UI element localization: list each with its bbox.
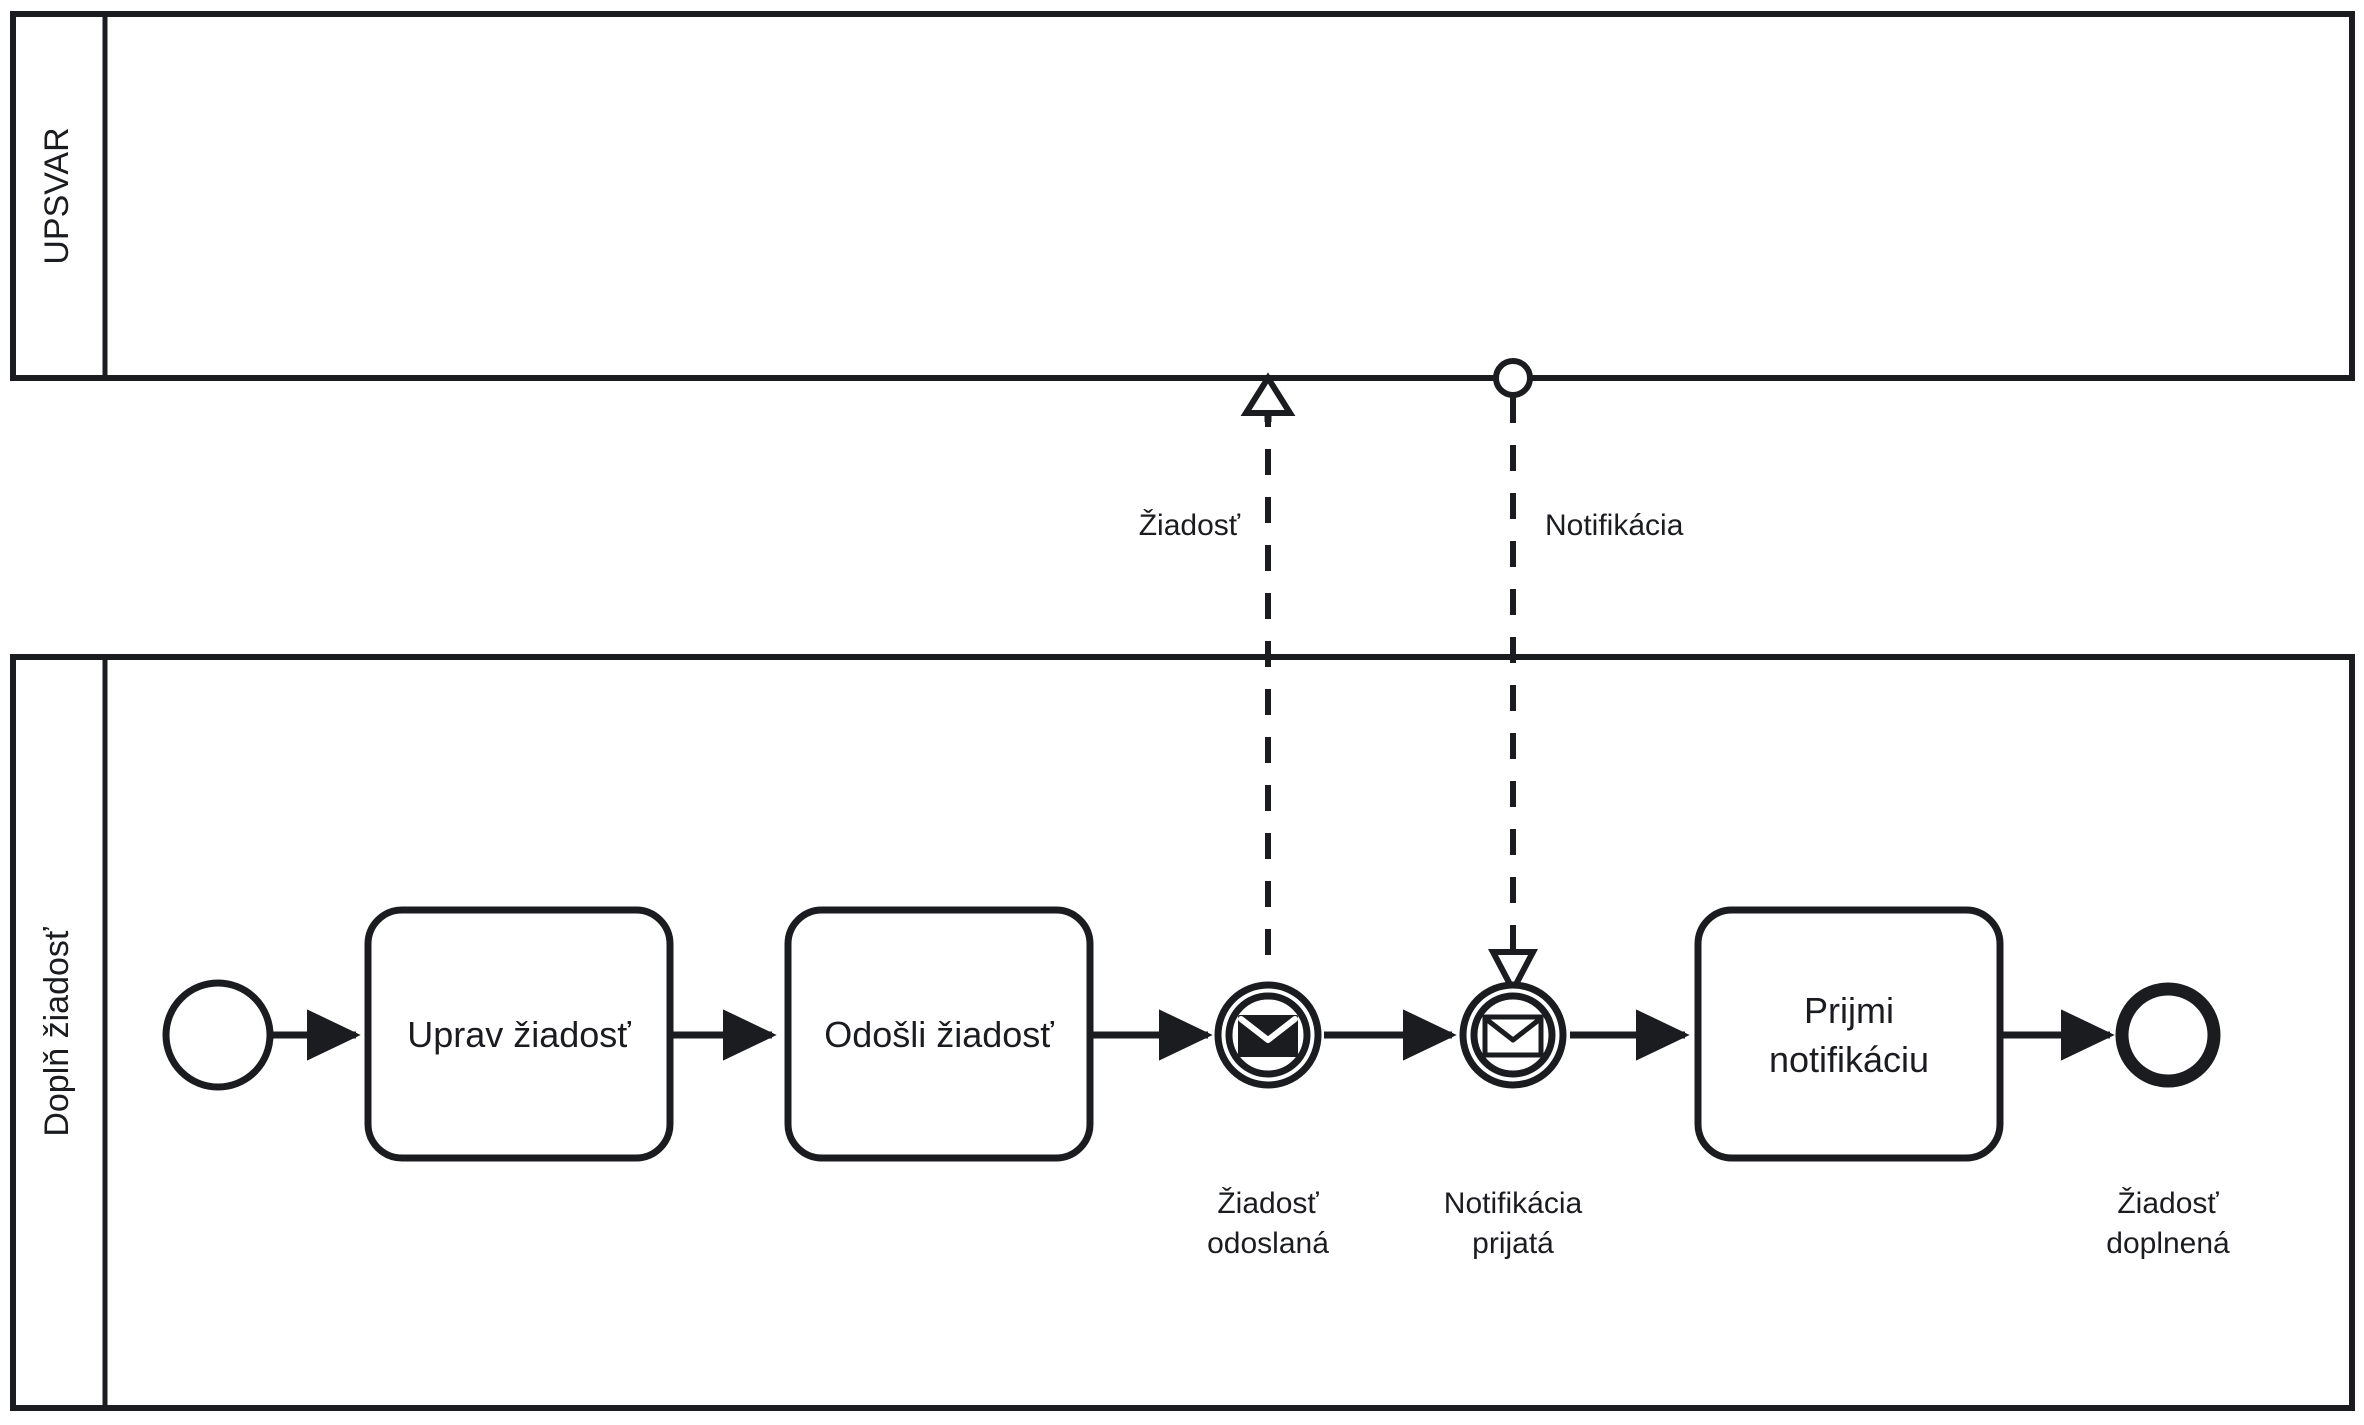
pool-upsvar-label: UPSVAR	[38, 127, 76, 264]
message-flow-notifikacia[interactable]: Notifikácia	[1488, 358, 1684, 997]
end-event-ziadost-doplnena[interactable]: Žiadosť doplnená	[2106, 982, 2230, 1260]
task-uprav-ziadost-label: Uprav žiadosť	[407, 1014, 631, 1055]
task-prijmi-notifikaciu[interactable]: Prijmi notifikáciu	[1694, 906, 2004, 1162]
task-uprav-ziadost[interactable]: Uprav žiadosť	[364, 906, 674, 1162]
envelope-outline-flap-icon	[1483, 1016, 1543, 1043]
pool-upsvar-rect	[10, 11, 2355, 381]
message-flow-ziadost[interactable]: Žiadosť	[1139, 372, 1296, 955]
pool-upsvar[interactable]: UPSVAR	[10, 11, 2355, 381]
message-flow-notifikacia-label: Notifikácia	[1545, 509, 1684, 542]
open-triangle-icon	[1240, 372, 1296, 416]
start-event[interactable]	[162, 979, 274, 1091]
event-ziadost-odoslana[interactable]: Žiadosť odoslaná	[1207, 981, 1329, 1260]
circle-thin-icon	[162, 979, 274, 1091]
message-flow-ziadost-label: Žiadosť	[1139, 509, 1241, 542]
event-notifikacia-prijata[interactable]: Notifikácia prijatá	[1444, 981, 1583, 1260]
event-notifikacia-prijata-label-line1: Notifikácia	[1444, 1187, 1583, 1220]
task-odosli-ziadost-rect	[784, 906, 1094, 1162]
message-flow-notifikacia-arrowhead-icon	[1488, 949, 1538, 997]
task-prijmi-notifikaciu-label-line2: notifikáciu	[1769, 1039, 1929, 1080]
end-event-label-line1: Žiadosť	[2117, 1187, 2219, 1220]
envelope-filled-flap-icon	[1238, 1016, 1298, 1043]
end-event-label-line2: doplnená	[2106, 1227, 2230, 1260]
event-ziadost-odoslana-label-line2: odoslaná	[1207, 1227, 1329, 1260]
circle-thick-icon	[2115, 982, 2221, 1088]
open-circle-icon	[1493, 358, 1533, 398]
task-odosli-ziadost[interactable]: Odošli žiadosť	[784, 906, 1094, 1162]
event-notifikacia-prijata-label-line2: prijatá	[1472, 1227, 1554, 1260]
task-odosli-ziadost-label: Odošli žiadosť	[824, 1014, 1054, 1055]
event-ziadost-odoslana-label-line1: Žiadosť	[1217, 1187, 1319, 1220]
task-prijmi-notifikaciu-label-line1: Prijmi	[1804, 990, 1894, 1031]
pool-doplnziadost-label: Doplň žiadosť	[38, 926, 76, 1137]
task-uprav-ziadost-rect	[364, 906, 674, 1162]
task-prijmi-notifikaciu-rect	[1694, 906, 2004, 1162]
